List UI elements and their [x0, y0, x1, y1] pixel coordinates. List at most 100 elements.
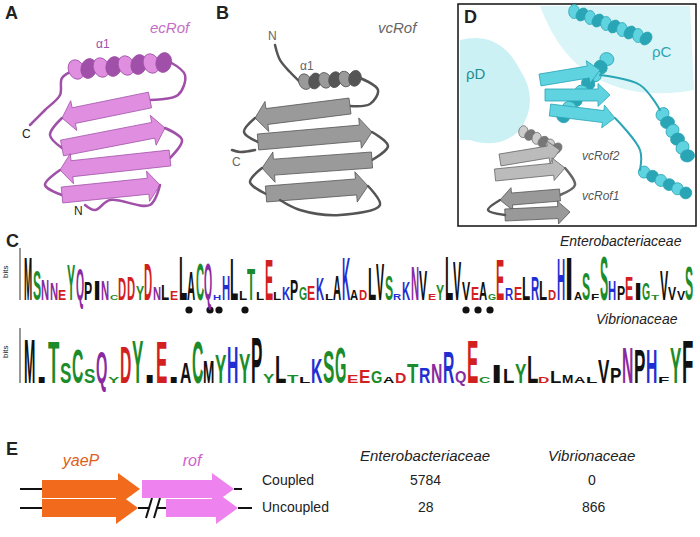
logo-letter: C [196, 255, 204, 308]
logo-letter: D [538, 375, 549, 384]
logo-letter: E [347, 373, 358, 385]
logo-letter: L [179, 246, 187, 309]
text-label: vcRof1 [582, 190, 619, 203]
logo-letter: Y [136, 282, 144, 303]
gene-arrow: yaeP [20, 452, 142, 506]
logo-letter: L [299, 375, 310, 384]
logo-letter: R [531, 272, 539, 304]
logo-letter: N [431, 359, 442, 387]
logo-letter: S [60, 357, 71, 387]
logo-letter: A [180, 358, 191, 387]
logo-letter: N [153, 285, 161, 303]
logo-letter: M [24, 248, 32, 309]
logo-letter: D [144, 256, 152, 307]
logo-letter: P [634, 342, 645, 390]
logo-letter: Y [132, 331, 143, 392]
logo-letter: D [127, 272, 135, 305]
text-label: C [22, 128, 31, 141]
logo-letter: E [307, 282, 315, 303]
logo-letter: E [170, 289, 178, 302]
logo-letter: I [93, 276, 101, 304]
logo-letter: S [600, 246, 608, 309]
panel-letter: B [216, 4, 229, 24]
logo-letter: R [419, 364, 430, 387]
logo-letter: L [239, 289, 247, 302]
logo-letter: Q [96, 345, 107, 390]
logo-letter: F [591, 293, 599, 302]
logo-letter: K [311, 352, 322, 388]
logo-letter: I [144, 374, 155, 385]
logo-letter: L [273, 290, 281, 301]
logo-letter: A [574, 376, 585, 384]
logo-letter: I [634, 280, 642, 303]
logo-letter: F [658, 376, 669, 385]
logo-letter: V [376, 256, 384, 308]
logo-letter: A [350, 288, 358, 302]
text-label: ρC [652, 44, 671, 61]
logo-letter: Q [204, 256, 212, 308]
logo-letter: T [651, 293, 659, 301]
axis-label: bits [2, 266, 11, 278]
logo-letter: H [557, 250, 565, 309]
logo-letter: H [646, 342, 657, 390]
text-label: N [74, 205, 83, 218]
logo-letter: K [316, 274, 324, 305]
logo-letter: Y [239, 346, 250, 389]
text-label: Vibrionaceae [548, 448, 635, 465]
logo-letter: A [333, 270, 341, 305]
logo-letter: L [325, 292, 333, 301]
gene-name: rof [142, 452, 242, 470]
logo-letter: Y [670, 341, 681, 390]
logo-letter: K [342, 248, 350, 309]
logo-letter: Y [67, 258, 75, 307]
logo-letter: A [574, 291, 582, 301]
logo-letter: L [586, 376, 597, 384]
logo-axes [20, 248, 21, 383]
logo-letter: E [265, 252, 273, 309]
logo-letter: L [275, 349, 286, 389]
logo-letter: G [299, 284, 307, 303]
logo-letter: H [222, 271, 230, 306]
logo-letter: Y [436, 281, 444, 304]
text-label: Enterobacteriaceae [360, 448, 490, 465]
logo-letter: C [72, 342, 83, 391]
logo-letter: E [359, 368, 370, 385]
logo-letter: A [187, 266, 195, 306]
logo-letter: D [359, 288, 367, 302]
text-label: Vibrionaceae [596, 312, 677, 327]
logo-letter: V [598, 355, 609, 387]
gene-arrow: rof [142, 452, 242, 506]
logo-letter: L [527, 350, 538, 389]
logo-letter: D [548, 287, 556, 302]
logo-letter: V [668, 285, 676, 302]
logo-letter: H [213, 293, 221, 301]
logo-letter: D [118, 273, 126, 305]
text-label: 0 [588, 473, 596, 488]
logo-letter: G [642, 279, 650, 303]
panel-frame [458, 4, 696, 226]
logo-letter: Q [76, 263, 84, 307]
logo-letter: D [395, 371, 406, 385]
logo-letter: S [685, 258, 693, 307]
logo-letter: K [282, 285, 290, 303]
logo-letter: S [385, 270, 393, 305]
logo-letter: Y [515, 360, 526, 388]
logo-letter: I [491, 361, 502, 387]
logo-letter: C [479, 375, 490, 384]
logo-letter: L [522, 271, 530, 305]
logo-letter: L [539, 277, 547, 304]
panel-letter: E [6, 440, 18, 460]
logo-letter: P [610, 364, 621, 386]
text-label: Coupled [262, 473, 314, 488]
logo-letter: E [514, 285, 522, 303]
logo-letter: I [168, 375, 179, 385]
logo-letter: E [58, 287, 66, 302]
logo-letter: T [247, 262, 255, 307]
gene-name: yaeP [20, 452, 142, 470]
logo-letter: L [503, 366, 514, 386]
logo-letter: G [371, 370, 382, 386]
logo-letter: E [471, 284, 479, 302]
logo-letter: Y [215, 348, 226, 389]
gene-arrow-shape [142, 472, 242, 506]
